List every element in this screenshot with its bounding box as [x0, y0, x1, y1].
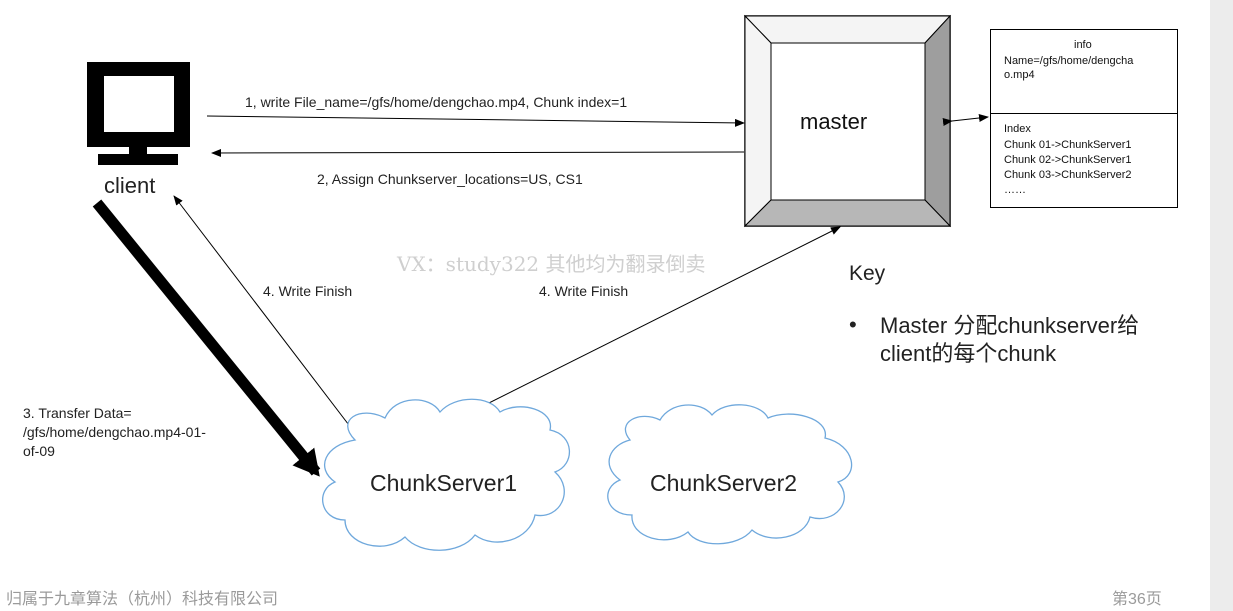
- info-entry: Chunk 02->ChunkServer1: [1004, 154, 1132, 166]
- info-header: info: [1074, 39, 1092, 51]
- step1-label: 1, write File_name=/gfs/home/dengchao.mp…: [245, 94, 628, 110]
- computer-icon: [87, 62, 190, 165]
- chunkserver2-label: ChunkServer2: [650, 470, 798, 496]
- info-ellipsis: ……: [1004, 184, 1026, 196]
- info-box: info Name=/gfs/home/dengcha o.mp4 Index …: [990, 29, 1178, 208]
- arrow-step2: [211, 148, 745, 157]
- key-title: Key: [849, 262, 886, 285]
- key-text: Master 分配chunkserver给client的每个chunk: [880, 313, 1140, 366]
- step4-right-label: 4. Write Finish: [539, 283, 629, 299]
- scrollbar[interactable]: [1210, 0, 1233, 611]
- info-index-title: Index: [1004, 123, 1031, 135]
- arrow-step3: [92, 199, 321, 477]
- step2-label: 2, Assign Chunkserver_locations=US, CS1: [317, 171, 583, 187]
- key-bullet: •: [849, 312, 857, 337]
- cloud-chunkserver2: [607, 404, 853, 545]
- arrow-master-info: [942, 114, 989, 126]
- arrow-step4-left: [173, 195, 356, 434]
- info-name-line1: Name=/gfs/home/dengcha: [1004, 55, 1134, 67]
- master-label: master: [800, 109, 868, 134]
- info-entry: Chunk 03->ChunkServer2: [1004, 169, 1132, 181]
- step3-label-line3: of-09: [23, 443, 55, 459]
- info-box-header-section: info Name=/gfs/home/dengcha o.mp4: [991, 30, 1177, 114]
- watermark: VX：study322 其他均为翻录倒卖: [397, 252, 706, 276]
- step3-label-line2: /gfs/home/dengchao.mp4-01-: [23, 424, 206, 440]
- info-entry: Chunk 01->ChunkServer1: [1004, 139, 1132, 151]
- arrow-step1: [206, 115, 745, 127]
- footer-copyright: 归属于九章算法（杭州）科技有限公司: [6, 591, 279, 608]
- arrow-step4-right: [454, 226, 841, 421]
- chunkserver1-label: ChunkServer1: [370, 470, 518, 496]
- cloud-chunkserver1: [322, 398, 571, 551]
- step4-left-label: 4. Write Finish: [263, 283, 353, 299]
- info-name-line2: o.mp4: [1004, 69, 1035, 81]
- page-number: 第36页: [1112, 591, 1162, 608]
- master-box: [743, 14, 952, 228]
- step3-label-line1: 3. Transfer Data=: [23, 405, 132, 421]
- client-label: client: [104, 173, 156, 198]
